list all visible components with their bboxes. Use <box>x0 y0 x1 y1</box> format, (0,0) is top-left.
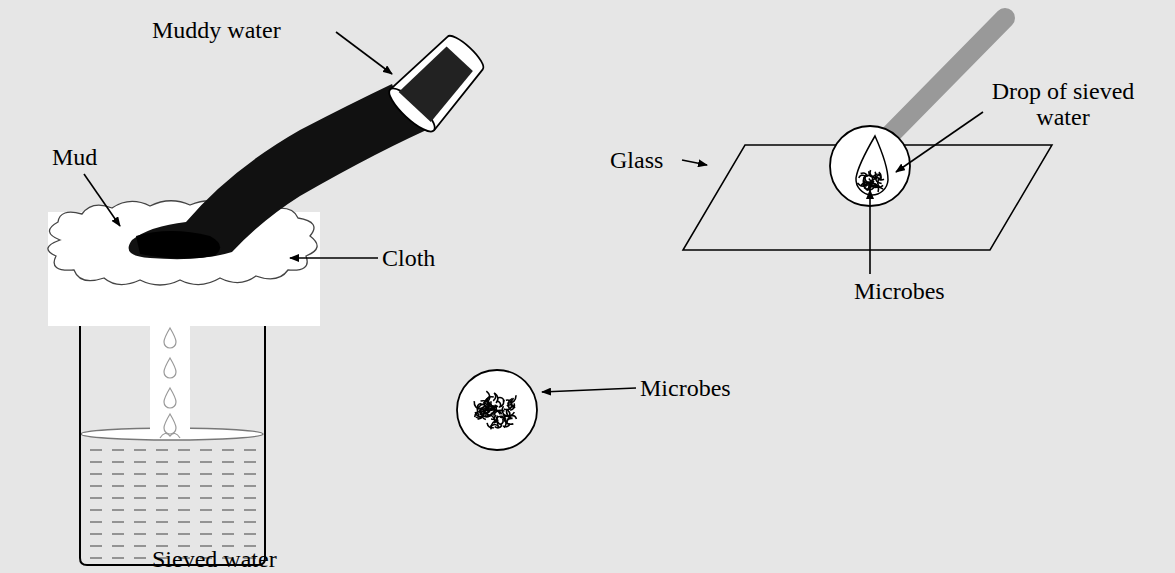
part-label: Muddy water <box>152 17 281 43</box>
water-drop <box>856 136 888 195</box>
microbes <box>474 170 884 429</box>
mud-stream <box>129 84 440 259</box>
part-label: Glass <box>610 147 663 173</box>
part-label: Cloth <box>382 245 435 271</box>
tilted-glass <box>384 27 492 137</box>
dropper <box>885 18 1005 140</box>
part-label: Drop of sieved water <box>975 78 1151 130</box>
water-stream <box>150 320 190 438</box>
part-label: Microbes <box>640 375 731 401</box>
microbe-view <box>457 370 537 450</box>
leader-lines <box>84 32 983 392</box>
beaker <box>80 320 265 565</box>
part-label: Sieved water <box>152 546 277 572</box>
part-label: Mud <box>52 144 97 170</box>
part-label: Microbes <box>854 278 945 304</box>
cloth <box>48 201 317 285</box>
water-drops <box>160 328 180 438</box>
